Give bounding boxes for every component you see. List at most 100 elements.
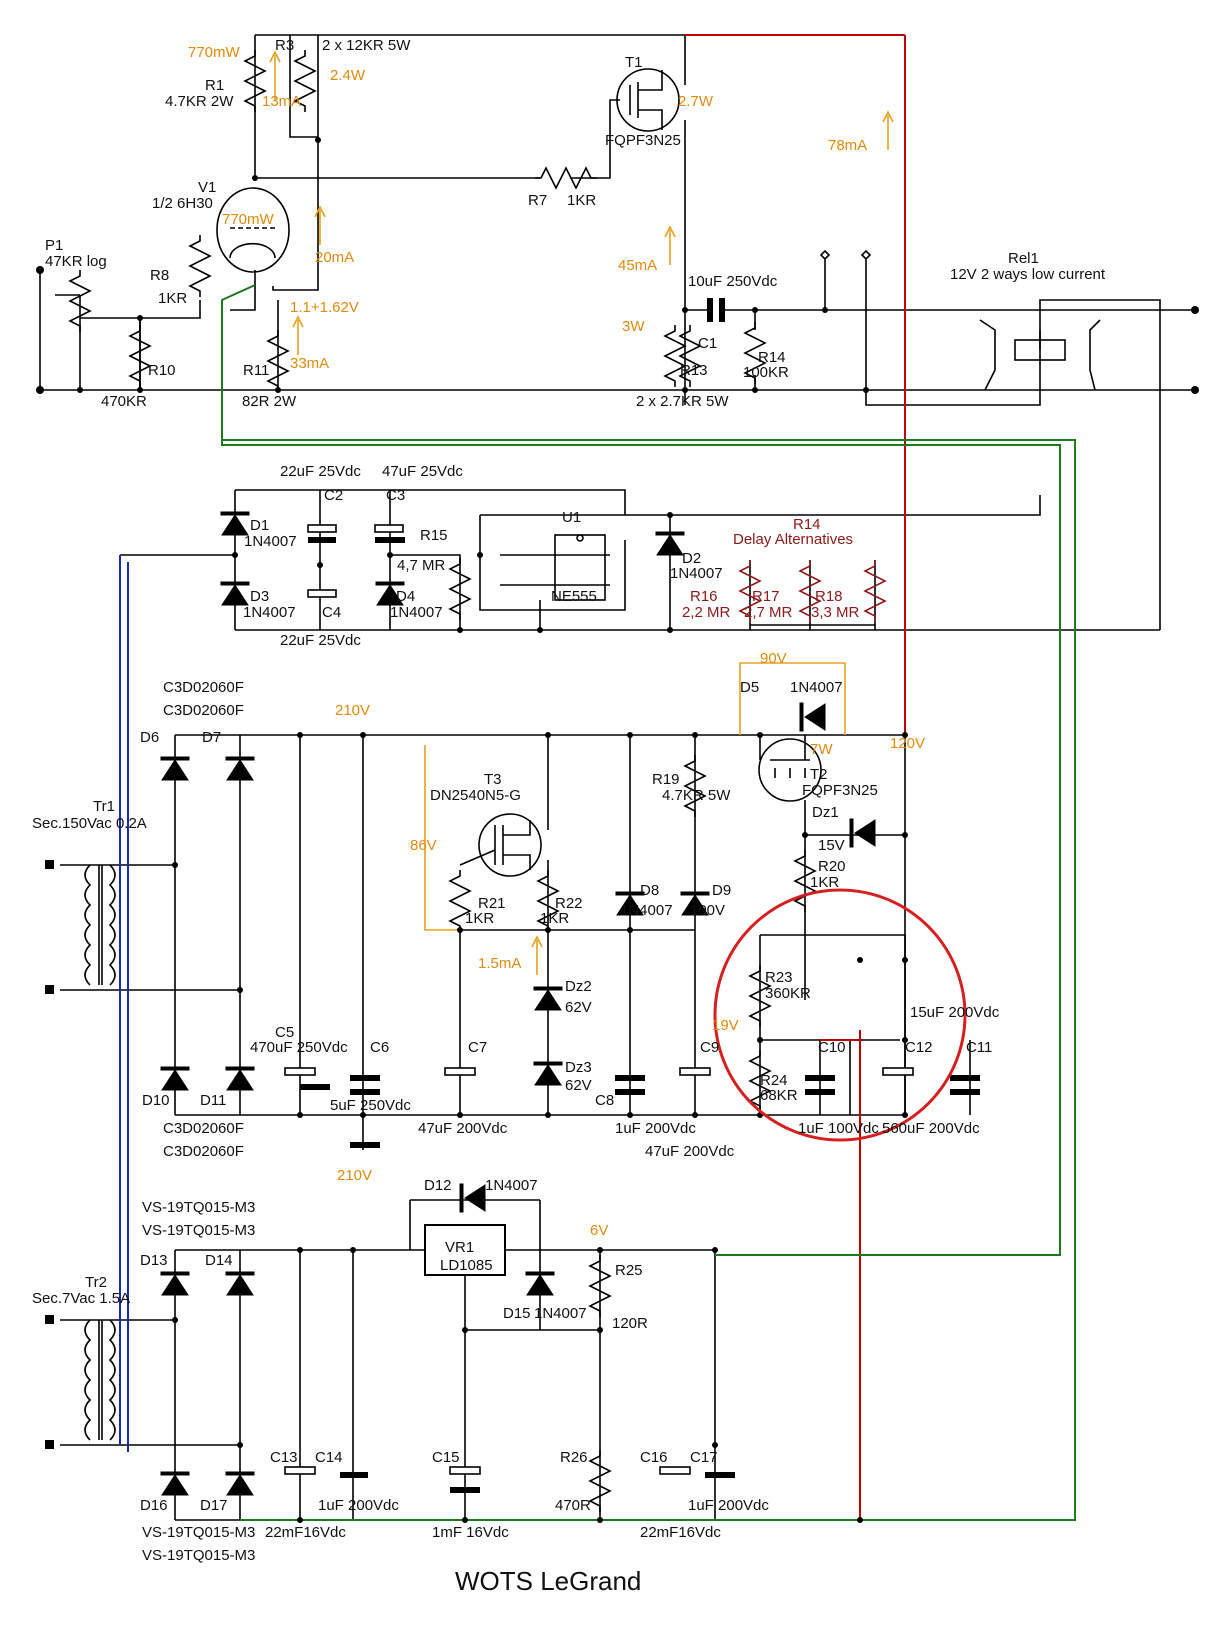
component-label: D8 (640, 882, 659, 899)
component-label: 1uF 200Vdc (318, 1497, 399, 1514)
component-label: 360KR (765, 985, 811, 1002)
component-label: VR1 (445, 1239, 474, 1256)
component-label: R22 (555, 895, 583, 912)
component-label: 120V (890, 735, 925, 752)
component-label: 15V (818, 837, 845, 854)
red-supply-wire (859, 35, 906, 1520)
component-label: 20mA (315, 249, 354, 266)
terminal-tr1-top (45, 860, 54, 869)
component-label: 1uF 200Vdc (615, 1120, 696, 1137)
component-label: 120R (612, 1315, 648, 1332)
component-label: LD1085 (440, 1257, 493, 1274)
component-label: D3 (250, 588, 269, 605)
component-label: 62V (565, 999, 592, 1016)
current-arrows (269, 50, 894, 975)
component-label: 6V (590, 1222, 608, 1239)
component-label: D16 (140, 1497, 168, 1514)
component-label: 47uF 25Vdc (382, 463, 463, 480)
component-label: D11 (200, 1092, 226, 1109)
component-label: 1N4007 (485, 1177, 538, 1194)
component-label: C14 (315, 1449, 343, 1466)
component-label: D17 (200, 1497, 228, 1514)
component-label: 62V (565, 1077, 592, 1094)
component-label: 90V (760, 650, 787, 667)
component-label: D2 (682, 550, 701, 567)
component-label: R25 (615, 1262, 643, 1279)
component-label: 47uF 200Vdc (645, 1143, 735, 1160)
component-label: D15 (503, 1305, 531, 1322)
component-label: 4.7KR 5W (662, 787, 731, 804)
component-label: 1N4007 (244, 533, 297, 550)
component-label: 1uF 200Vdc (688, 1497, 769, 1514)
component-label: 770mW (188, 44, 241, 61)
component-label: VS-19TQ015-M3 (142, 1222, 255, 1239)
component-label: D10 (142, 1092, 170, 1109)
component-label: R18 (815, 588, 843, 605)
component-label: 1N4007 (670, 565, 723, 582)
component-label: 2,7 MR (744, 604, 793, 621)
transformer-tr1 (84, 864, 116, 986)
component-label: 45mA (618, 257, 657, 274)
component-label: 1N4007 (790, 679, 843, 696)
component-label: C13 (270, 1449, 298, 1466)
component-label: D7 (202, 729, 221, 746)
component-label: 1N4007 (390, 604, 443, 621)
diagram-title: WOTS LeGrand (455, 1566, 641, 1596)
component-label: 2.4W (330, 67, 366, 84)
component-label: 1KR (810, 874, 839, 891)
component-label: 15uF 200Vdc (910, 1004, 1000, 1021)
component-label: 10uF 250Vdc (688, 273, 778, 290)
component-label: 470KR (101, 393, 147, 410)
component-label: 1KR (540, 910, 569, 927)
component-label: Dz1 (812, 804, 839, 821)
component-label: C4 (322, 604, 341, 621)
component-label: R14 (793, 516, 821, 533)
component-label: C3D02060F (163, 1120, 244, 1137)
component-label: Dz2 (565, 978, 592, 995)
component-label: R8 (150, 267, 169, 284)
component-label: Sec.7Vac 1.5A (32, 1290, 130, 1307)
component-label: Tr1 (93, 798, 115, 815)
component-label: R10 (148, 362, 176, 379)
component-label: R11 (243, 362, 269, 379)
component-label: 19V (712, 1017, 739, 1034)
component-label: 1N4007 (534, 1305, 587, 1322)
component-label: 7W (810, 741, 833, 758)
component-label: 33mA (290, 355, 329, 372)
component-label: 2.7W (678, 93, 714, 110)
ic-u1-ne555 (554, 534, 606, 601)
component-label: VS-19TQ015-M3 (142, 1547, 255, 1564)
component-label: T3 (484, 771, 502, 788)
component-label: V1 (198, 179, 216, 196)
component-label: DN2540N5-G (430, 787, 521, 804)
component-label: C9 (700, 1039, 719, 1056)
component-label: C16 (640, 1449, 668, 1466)
component-label: R24 (760, 1072, 788, 1089)
component-label: D9 (712, 882, 731, 899)
component-label: C2 (324, 487, 343, 504)
component-label: 1N4007 (243, 604, 296, 621)
component-label: VS-19TQ015-M3 (142, 1524, 255, 1541)
component-label: D4 (396, 588, 415, 605)
transformer-tr2 (84, 1319, 116, 1441)
jfet-t3 (459, 813, 542, 877)
component-label: D12 (424, 1177, 452, 1194)
component-label: 1N4007 (620, 902, 673, 919)
component-label: 47KR log (45, 253, 107, 270)
component-label: Delay Alternatives (733, 531, 853, 548)
component-label: 2,2 MR (682, 604, 731, 621)
component-label: C10 (818, 1039, 846, 1056)
output-diamond-terminals (819, 249, 872, 261)
component-label: R3 (275, 37, 294, 54)
component-label: R17 (752, 588, 780, 605)
component-label: D13 (140, 1252, 168, 1269)
component-label: C15 (432, 1449, 460, 1466)
component-label: Dz3 (565, 1059, 592, 1076)
component-label: 4.7KR 2W (165, 93, 234, 110)
component-label: Sec.150Vac 0.2A (32, 815, 147, 832)
component-label: 22uF 25Vdc (280, 463, 361, 480)
component-label: D5 (740, 679, 759, 696)
component-label: 100KR (743, 364, 789, 381)
component-label: 2 x 2.7KR 5W (636, 393, 729, 410)
